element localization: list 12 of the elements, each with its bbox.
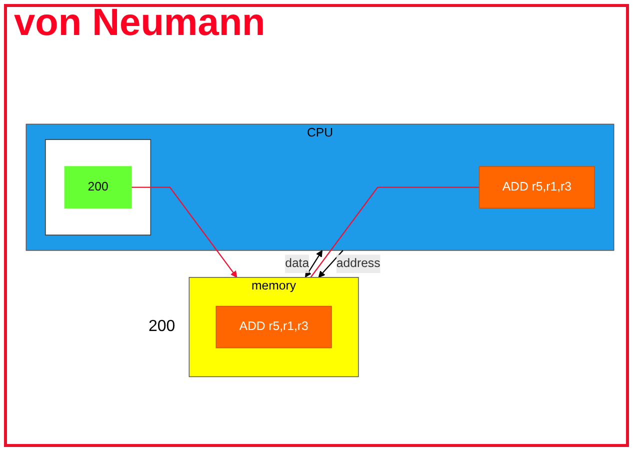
arrow <box>305 250 322 277</box>
slide-title: von Neumann <box>14 2 266 45</box>
connector <box>310 186 480 278</box>
arrow <box>318 250 344 278</box>
edge-label: data <box>285 256 310 270</box>
node-box: 200 <box>64 166 132 208</box>
address-label: 200 <box>148 318 176 336</box>
node-box: ADD r5,r1,r3 <box>216 305 332 348</box>
node-box: ADD r5,r1,r3 <box>478 166 595 208</box>
cluster <box>45 138 152 235</box>
edge-label: address <box>336 256 380 270</box>
arrow <box>131 186 238 278</box>
